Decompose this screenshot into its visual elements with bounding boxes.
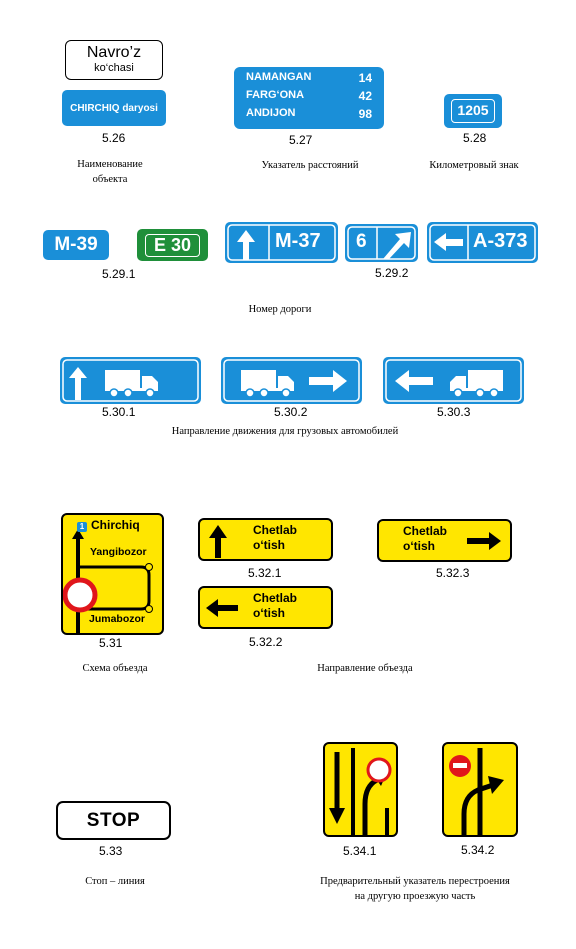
road-number: M-39 [54, 234, 98, 255]
sign-caption: Направление движения для грузовых автомо… [171, 426, 399, 437]
object-name: CHIRCHIQ daryosi [70, 102, 158, 114]
detour-label: o‘tish [403, 539, 435, 553]
sign-number: 5.26 [102, 131, 126, 145]
arrow-left-icon [429, 224, 536, 261]
sign-number: 5.34.2 [461, 843, 495, 857]
sign-number: 5.27 [289, 133, 313, 147]
arrow-right-icon [467, 532, 501, 550]
detour-label: Chetlab [253, 523, 298, 537]
sign-number: 5.34.1 [343, 844, 377, 858]
sign-5-29-a373: A-373 [427, 222, 538, 263]
sign-5-34-1 [323, 742, 398, 837]
stop-text: STOP [86, 809, 141, 831]
sign-5-30-2 [221, 357, 362, 404]
truck-left-icon [385, 359, 522, 402]
arrow-up-icon [227, 224, 336, 261]
street-type: ko‘chasi [94, 62, 134, 74]
destination-label: Chirchiq [91, 518, 140, 532]
arrow-left-icon [206, 599, 238, 617]
sign-caption: Наименование объекта [77, 159, 143, 185]
city-name: ANDIJON [246, 107, 296, 119]
sign-number: 5.32.3 [436, 566, 470, 580]
sign-number: 5.29.2 [375, 266, 409, 280]
sign-5-29-m39: M-39 [43, 230, 109, 260]
sign-caption: Стоп – линия [85, 876, 145, 887]
sign-5-26: Navro’z ko‘chasi CHIRCHIQ daryosi [62, 40, 166, 132]
sign-5-31: 1 Chirchiq Yangibozor Jumabozor [61, 513, 164, 635]
detour-label: o‘tish [253, 538, 285, 552]
sign-caption: Номер дороги [248, 304, 312, 315]
arrow-up-right-icon [347, 226, 416, 260]
km-value: 1205 [457, 102, 489, 118]
sign-5-29-six: 6 [345, 224, 418, 262]
sign-number: 5.29.1 [102, 267, 136, 281]
sign-5-29-e30: E 30 [137, 229, 208, 261]
detour-label: Chetlab [403, 524, 448, 538]
detour-label: Chetlab [253, 591, 298, 605]
road-number: A-373 [473, 230, 528, 252]
sign-5-27: NAMANGAN 14 FARG‘ONA 42 ANDIJON 98 [234, 67, 384, 129]
destination-label: Yangibozor [90, 546, 147, 558]
road-number: 6 [356, 231, 367, 252]
sign-caption: Схема объезда [82, 663, 148, 674]
city-name: NAMANGAN [246, 71, 312, 83]
lane-change-no-entry-icon [449, 748, 504, 835]
sign-5-29-m37: M-37 [225, 222, 338, 263]
route-badge: 1 [77, 522, 87, 532]
truck-right-icon [223, 359, 360, 402]
sign-number: 5.32.2 [249, 635, 283, 649]
sign-number: 5.30.2 [274, 405, 308, 419]
distance-km: 14 [358, 71, 372, 85]
sign-caption: Километровый знак [429, 160, 519, 171]
sign-caption: Указатель расстояний [261, 160, 359, 171]
distance-row: FARG‘ONA 42 [246, 89, 372, 107]
sign-caption: Предварительный указатель перестроения [320, 876, 510, 887]
lane-change-icon [329, 748, 392, 835]
street-name: Navro’z [86, 44, 142, 61]
detour-scheme-icon [63, 529, 153, 633]
sign-5-33: STOP [56, 801, 171, 840]
sign-5-32-3: Chetlab o‘tish [377, 519, 512, 562]
sign-number: 5.33 [99, 844, 123, 858]
km-value-frame: 1205 [451, 99, 495, 123]
sign-caption: на другую проезжую часть [354, 891, 476, 902]
object-name-plate: CHIRCHIQ daryosi [62, 90, 166, 126]
e-road-frame: E 30 [144, 233, 201, 257]
city-name: FARG‘ONA [246, 89, 305, 101]
sign-number: 5.30.3 [437, 405, 471, 419]
sign-number: 5.31 [99, 636, 123, 650]
street-name-plate: Navro’z ko‘chasi [65, 40, 163, 80]
sign-caption: Направление объезда [317, 663, 413, 674]
distance-row: NAMANGAN 14 [246, 71, 372, 89]
distance-km: 42 [358, 89, 372, 103]
sign-5-32-2: Chetlab o‘tish [198, 586, 333, 629]
sign-5-30-3 [383, 357, 524, 404]
distance-km: 98 [358, 107, 372, 121]
detour-label: o‘tish [253, 606, 285, 620]
road-number: M-37 [275, 230, 321, 252]
destination-label: Jumabozor [89, 613, 146, 625]
sign-5-28: 1205 [444, 94, 502, 128]
sign-number: 5.32.1 [248, 566, 282, 580]
sign-number: 5.28 [463, 131, 487, 145]
sign-number: 5.30.1 [102, 405, 136, 419]
distance-row: ANDIJON 98 [246, 107, 372, 125]
road-number: E 30 [153, 234, 192, 255]
arrow-up-icon [209, 525, 227, 558]
sign-5-30-1 [60, 357, 201, 404]
truck-icon [62, 359, 199, 402]
sign-5-34-2 [442, 742, 518, 837]
sign-5-32-1: Chetlab o‘tish [198, 518, 333, 561]
